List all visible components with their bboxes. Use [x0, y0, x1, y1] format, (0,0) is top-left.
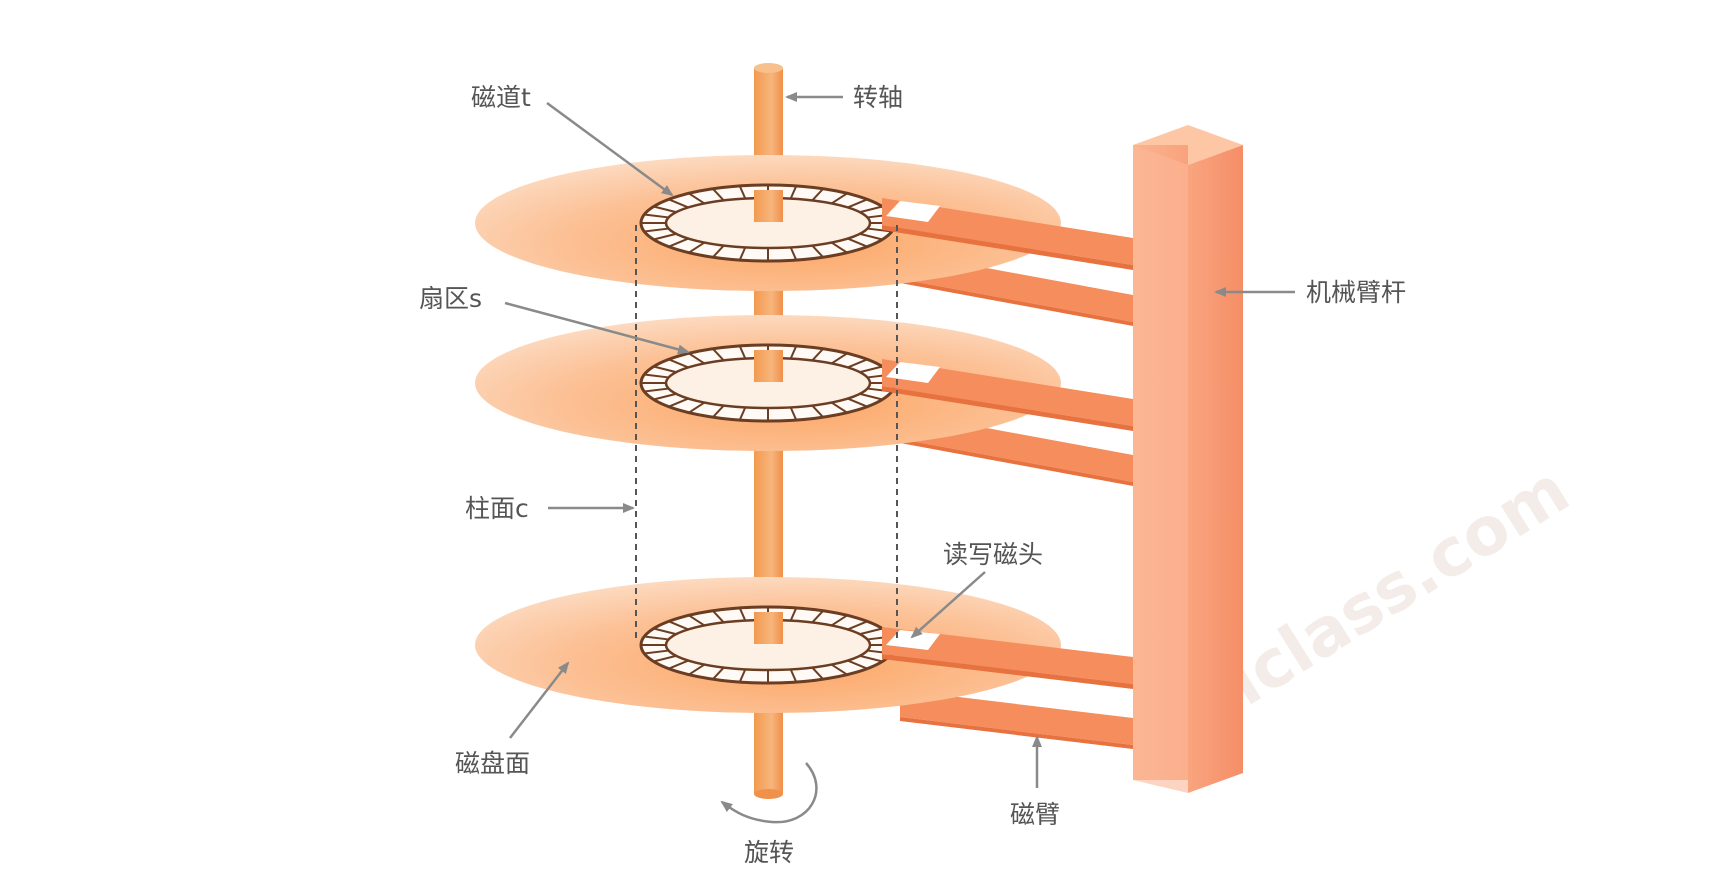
label-disk-arm: 磁臂 — [1010, 800, 1060, 829]
sector-divider — [688, 401, 705, 414]
sector-divider — [789, 246, 798, 261]
sector-divider — [859, 232, 883, 241]
rotation-arrow — [720, 762, 818, 824]
sector-divider — [688, 192, 705, 205]
sector-divider — [859, 627, 883, 636]
sector-divider — [847, 397, 868, 408]
sector-divider — [668, 198, 689, 209]
sector-divider — [831, 192, 848, 205]
sector-divider — [789, 185, 798, 200]
sector-divider — [644, 373, 669, 379]
sector-divider — [811, 610, 824, 624]
label-track: 磁道t — [471, 83, 531, 112]
rw-head-arrow — [910, 571, 986, 639]
cylinder-dashed-lines — [635, 225, 898, 640]
disk-arm-top — [882, 198, 1133, 270]
label-actuator-arm: 机械臂杆 — [1306, 278, 1406, 307]
sector-arrow — [504, 301, 690, 355]
sector-divider — [668, 659, 689, 670]
sector-divider — [831, 352, 848, 365]
sector-divider — [847, 620, 868, 631]
sector-divider — [653, 205, 677, 214]
sector-divider — [644, 213, 669, 219]
sector-divider — [738, 185, 747, 200]
label-rw-head: 读写磁头 — [943, 540, 1043, 569]
sector-divider — [789, 607, 798, 622]
sector-divider — [688, 352, 705, 365]
actuator-arm-pillar — [1133, 125, 1243, 793]
sector-divider — [653, 627, 677, 636]
sector-divider — [789, 345, 798, 360]
read-write-head-top — [886, 201, 940, 222]
sector-divider — [867, 227, 892, 233]
sector-divider — [811, 666, 824, 680]
sector-divider — [688, 614, 705, 627]
sector-divider — [847, 659, 868, 670]
label-spindle: 转轴 — [853, 83, 903, 112]
sector-divider — [738, 345, 747, 360]
sector-divider — [668, 358, 689, 369]
sector-divider — [859, 365, 883, 374]
sector-divider — [668, 237, 689, 248]
sector-divider — [653, 365, 677, 374]
sector-divider — [688, 241, 705, 254]
sector-divider — [811, 404, 824, 418]
sector-divider — [738, 406, 747, 421]
sector-divider — [859, 654, 883, 663]
sector-divider — [859, 392, 883, 401]
sector-divider — [789, 406, 798, 421]
sector-divider — [847, 358, 868, 369]
sector-divider — [847, 198, 868, 209]
sector-divider — [688, 663, 705, 676]
sector-divider — [712, 348, 725, 362]
sector-divider — [738, 246, 747, 261]
sector-divider — [653, 232, 677, 241]
sector-divider — [712, 188, 725, 202]
track-arrow — [546, 101, 674, 197]
sector-divider — [831, 614, 848, 627]
label-platter-surface: 磁盘面 — [455, 749, 530, 778]
sector-divider — [831, 401, 848, 414]
sector-divider — [847, 237, 868, 248]
sector-divider — [712, 666, 725, 680]
sector-divider — [644, 227, 669, 233]
track-ring-middle — [639, 343, 897, 423]
sector-divider — [653, 392, 677, 401]
lower-arm-bottom — [900, 690, 1133, 749]
disk-arm-bottom — [882, 627, 1133, 689]
label-rotation: 旋转 — [744, 838, 794, 867]
read-write-head-middle — [886, 362, 940, 383]
sector-divider — [653, 654, 677, 663]
sector-divider — [668, 620, 689, 631]
sector-divider — [811, 348, 824, 362]
sector-divider — [644, 387, 669, 393]
sector-divider — [668, 397, 689, 408]
sector-divider — [831, 663, 848, 676]
sector-divider — [859, 205, 883, 214]
label-sector: 扇区s — [419, 284, 482, 313]
platter-surface-arrow — [509, 661, 570, 739]
track-ring-top — [639, 183, 897, 263]
label-cylinder: 柱面c — [465, 494, 529, 523]
sector-divider — [738, 607, 747, 622]
sector-divider — [644, 635, 669, 641]
sector-divider — [811, 188, 824, 202]
read-write-head-bottom — [886, 630, 940, 650]
disk-arm-middle — [882, 359, 1133, 431]
sector-divider — [738, 668, 747, 683]
sector-divider — [712, 404, 725, 418]
sector-divider — [831, 241, 848, 254]
sector-divider — [811, 244, 824, 258]
sector-divider — [644, 649, 669, 655]
sector-divider — [712, 244, 725, 258]
sector-divider — [712, 610, 725, 624]
sector-divider — [789, 668, 798, 683]
